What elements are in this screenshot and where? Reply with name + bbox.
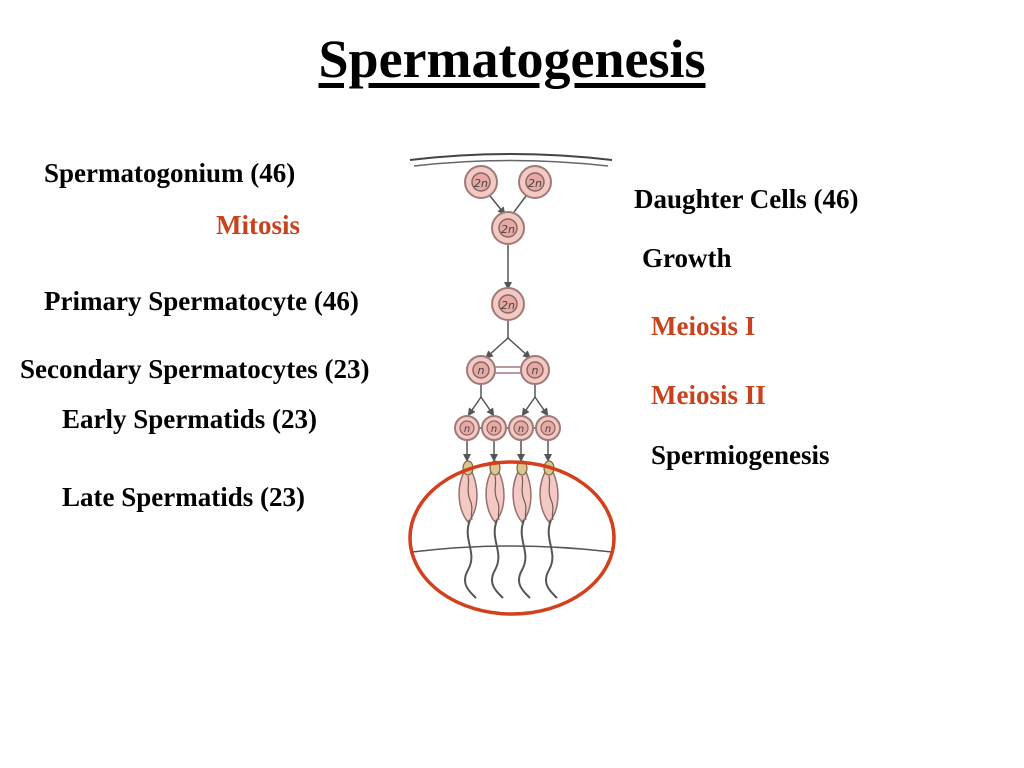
svg-text:n: n	[518, 424, 524, 435]
spermatogonium-cell: 2n	[518, 165, 552, 199]
label-mitosis: Mitosis	[216, 210, 300, 240]
label-spermatogonium: Spermatogonium (46)	[44, 158, 296, 188]
svg-text:2n: 2n	[528, 177, 542, 190]
svg-text:n: n	[545, 424, 551, 435]
label-daughter-cells: Daughter Cells (46)	[634, 184, 859, 214]
page-title: Spermatogenesis	[318, 29, 706, 89]
daughter-cell: 2n	[491, 211, 525, 245]
primary-spermatocyte-cell: 2n	[491, 287, 525, 321]
spermatid-midpiece	[467, 475, 554, 521]
highlight-circle	[408, 460, 616, 616]
early-spermatid-cell: n	[535, 415, 561, 441]
label-primary-spermatocyte: Primary Spermatocyte (46)	[44, 286, 359, 316]
label-secondary-spermatocytes: Secondary Spermatocytes (23)	[20, 354, 370, 384]
basement-membrane-inner	[413, 159, 609, 167]
early-spermatid-cell: n	[481, 415, 507, 441]
svg-text:2n: 2n	[501, 299, 515, 312]
basement-membrane-outer	[409, 153, 613, 161]
secondary-spermatocyte-cell: n	[466, 355, 496, 385]
svg-text:2n: 2n	[474, 177, 488, 190]
label-meiosis-1: Meiosis I	[651, 311, 756, 341]
label-early-spermatids: Early Spermatids (23)	[62, 404, 317, 434]
label-growth: Growth	[642, 243, 732, 273]
label-spermiogenesis: Spermiogenesis	[651, 440, 830, 470]
spermatid-tail	[464, 519, 558, 599]
label-late-spermatids: Late Spermatids (23)	[62, 482, 305, 512]
secondary-spermatocyte-cell: n	[520, 355, 550, 385]
svg-text:n: n	[464, 424, 470, 435]
spermatogonium-cell: 2n	[464, 165, 498, 199]
lumen-boundary	[411, 545, 613, 553]
svg-text:n: n	[532, 364, 539, 377]
late-spermatid-cell	[458, 471, 559, 524]
early-spermatid-cell: n	[454, 415, 480, 441]
svg-text:n: n	[478, 364, 485, 377]
early-spermatid-cell: n	[508, 415, 534, 441]
label-meiosis-2: Meiosis II	[651, 380, 766, 410]
svg-text:2n: 2n	[501, 223, 515, 236]
svg-text:n: n	[491, 424, 497, 435]
